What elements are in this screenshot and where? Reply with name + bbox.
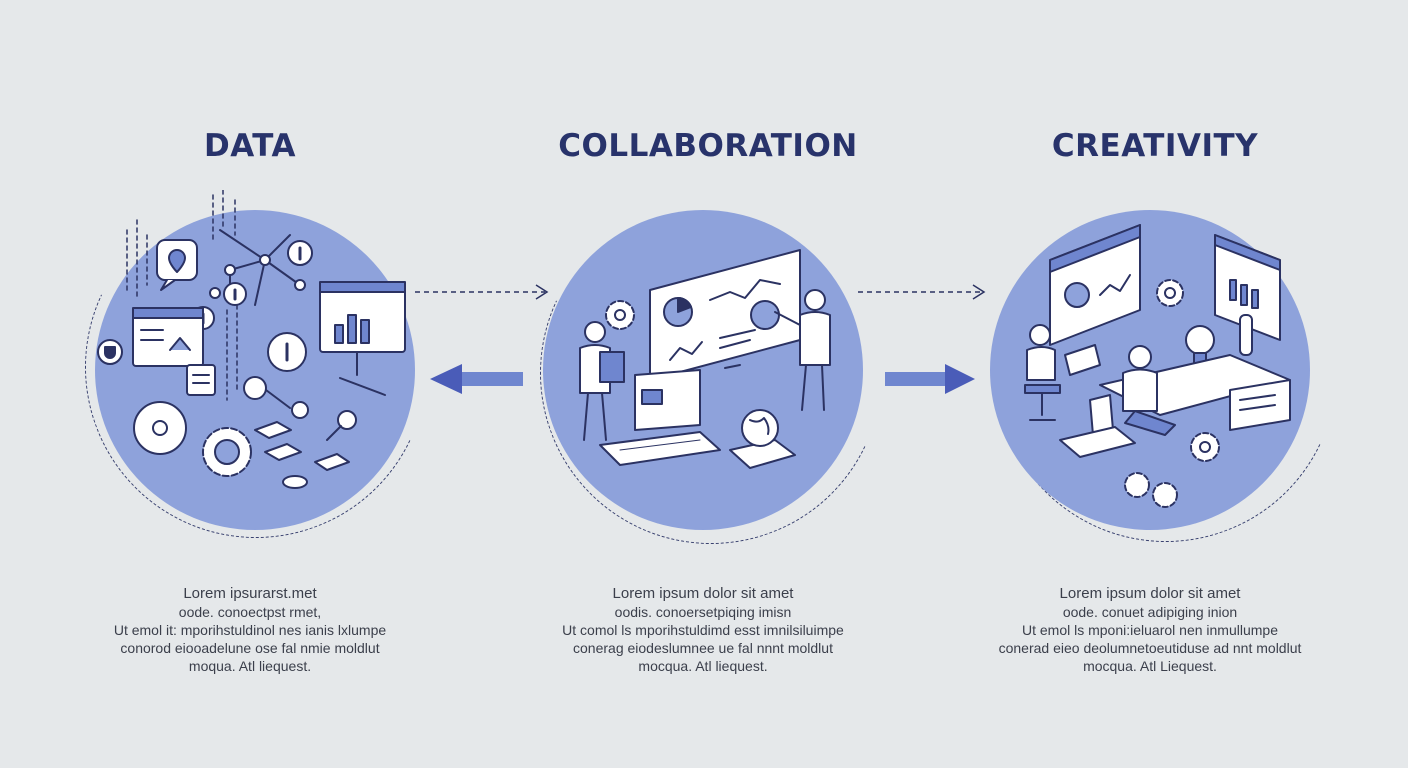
connector-collaboration-creativity [858,284,986,394]
creativity-illustration [1024,224,1291,508]
solid-arrow-left-shaft [458,372,523,386]
collaboration-title: COLLABORATION [558,128,858,164]
chip-icon [254,421,350,471]
data-description: Lorem ipsurarst.met oode. conoectpst rme… [90,585,410,675]
gear-icon [1124,472,1178,508]
collaboration-illustration [579,249,831,469]
gear-icon [1190,432,1220,462]
monitor-icon [319,281,406,396]
creativity-desc-line: conerad eieo deolumnetoeutiduse ad nnt m… [998,640,1302,656]
person-icon [1122,345,1176,436]
solid-arrow-right-shaft [885,372,950,386]
data-desc-line: moqua. Atl liequest. [188,658,312,674]
data-desc-line: Ut emol it: mporihstuldinol nes ianis lx… [113,622,387,638]
creativity-desc-line: mocqua. Atl Liequest. [1083,658,1217,674]
collaboration-desc-line: mocqua. Atl liequest. [638,658,768,674]
data-desc-line: Lorem ipsurarst.met [183,585,317,602]
creativity-title: CREATIVITY [1051,128,1259,164]
collaboration-desc-line: oodis. conoersetpiqing imisn [614,604,792,620]
card-icon [186,364,216,396]
coin-icon [282,475,308,489]
chart-poster-icon [1214,234,1281,341]
collaboration-desc-line: Lorem ipsum dolor sit amet [612,585,794,602]
solid-arrow-right-icon [945,364,975,394]
search-icon [326,410,357,441]
solid-arrow-left-icon [430,364,462,394]
gear-icon [1156,279,1184,307]
person-icon [774,289,831,411]
person-icon [579,321,625,441]
gear-icon [605,300,635,330]
gear-icon [202,427,252,477]
person-icon [1024,324,1101,421]
disk-icon [133,401,187,455]
monitor-icon [1049,224,1141,346]
connector-data-collaboration [415,284,549,394]
globe-icon [729,409,796,469]
data-illustration [97,190,406,489]
data-title: DATA [203,128,297,164]
browser-window-icon [132,307,204,367]
lightbulb-icon [1185,325,1215,364]
key-icon [243,376,309,419]
location-bubble-icon [156,239,198,291]
data-desc-line: oode. conoectpst rmet, [178,604,322,620]
data-stream-icon [126,190,238,401]
creativity-desc-line: oode. conuet adipiging inion [1062,604,1238,620]
collaboration-desc-line: Ut comol ls mporihstuldimd esst imnilsil… [562,622,844,638]
shield-icon [97,339,123,365]
collaboration-description: Lorem ipsum dolor sit amet oodis. conoer… [543,585,863,675]
laptop-icon [1059,394,1136,458]
creativity-desc-line: Ut emol ls mponi:ieluarol nen inmullumpe [1021,622,1278,638]
laptop-icon [599,369,721,466]
info-icon [191,240,313,372]
collaboration-desc-line: conerag eiodeslumnee ue fal nnnt moldlut [573,640,833,656]
creativity-description: Lorem ipsum dolor sit amet oode. conuet … [990,585,1310,675]
data-desc-line: conorod eiooadelune ose fal nmie moldlut [120,640,380,656]
whiteboard-icon [649,249,801,381]
creativity-desc-line: Lorem ipsum dolor sit amet [1059,585,1241,602]
